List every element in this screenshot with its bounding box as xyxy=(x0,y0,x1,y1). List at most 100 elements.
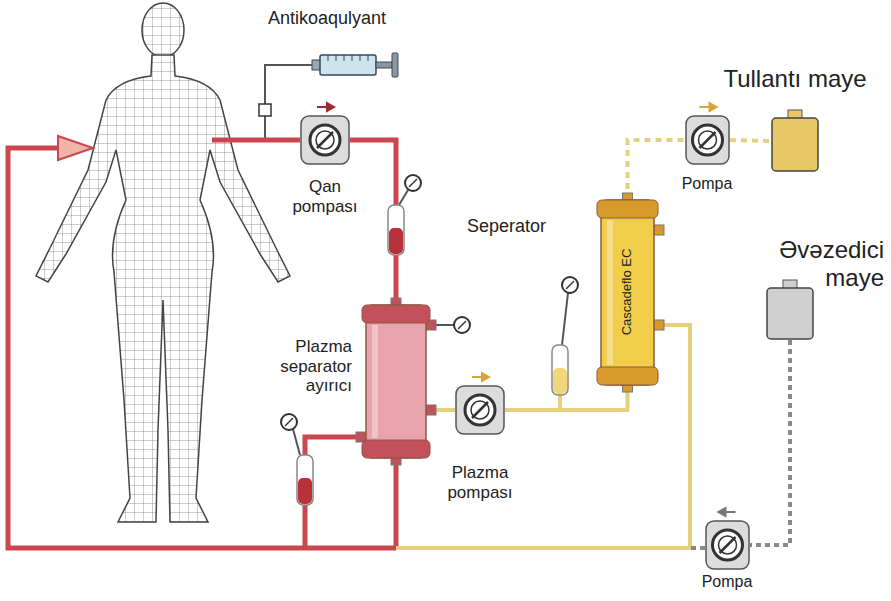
pump-hub xyxy=(719,536,737,554)
drip-chamber-fill xyxy=(389,228,403,254)
filter-highlight xyxy=(607,220,613,365)
filter-cap xyxy=(597,200,658,218)
component-label: Əvəzedici maye xyxy=(730,236,884,291)
syringe-scale xyxy=(368,55,369,61)
pressure-gauge xyxy=(405,175,421,191)
component-label: Tullantı maye xyxy=(705,65,885,93)
port xyxy=(426,405,436,415)
direction-arrow xyxy=(472,373,489,381)
plasma-separator: Plazma separator ayırıcı xyxy=(360,305,432,458)
gauge-stem xyxy=(399,190,408,205)
pump-hub xyxy=(316,131,334,149)
syringe-icon xyxy=(300,50,400,80)
drip-chamber xyxy=(552,345,568,395)
direction-arrow xyxy=(719,508,736,516)
gauge-needle xyxy=(285,418,293,426)
pump-housing xyxy=(456,386,504,434)
pump-rotor xyxy=(693,125,723,155)
replacement-pump: Pompa xyxy=(705,520,750,570)
plasma-separator-icon xyxy=(360,305,432,458)
gauge-needle xyxy=(566,281,574,289)
waste-pump-icon xyxy=(685,115,730,165)
blood-pump-icon xyxy=(300,115,350,165)
pump-housing xyxy=(706,521,749,569)
component-label: Plazma separator ayırıcı xyxy=(262,337,352,396)
venous-return-line xyxy=(8,148,396,548)
syringe-barrel xyxy=(320,55,376,75)
syringe-thumb xyxy=(392,53,398,77)
pump-hub xyxy=(471,401,489,419)
pressure-gauge xyxy=(281,414,297,430)
pump-roller xyxy=(472,402,488,418)
bag-body xyxy=(767,288,813,339)
syringe-scale xyxy=(360,55,361,61)
port xyxy=(654,225,664,235)
return-arrow xyxy=(58,136,93,160)
filter-cap xyxy=(362,440,430,458)
cascadeflo-filter: SeperatorCascadeflo EC xyxy=(595,200,660,385)
pump-housing xyxy=(301,116,349,164)
tube-connector xyxy=(265,65,300,140)
filter-cap xyxy=(597,367,658,385)
component-sublabel: Cascadeflo EC xyxy=(620,249,635,336)
syringe-scale xyxy=(336,55,337,61)
tube-connector xyxy=(730,140,770,141)
drip-chamber xyxy=(388,205,404,255)
pump-rotor xyxy=(713,530,743,560)
component-label: Pompa xyxy=(672,175,742,193)
component-label: Antikoaqulyant xyxy=(268,8,438,29)
filter-body xyxy=(601,200,654,385)
gauge-stem xyxy=(293,429,300,455)
plasma-line xyxy=(558,395,562,410)
filter-body xyxy=(366,305,426,458)
waste-pump: Pompa xyxy=(685,115,730,165)
plasma-pump-icon xyxy=(455,385,505,435)
component-label: Plazma pompası xyxy=(435,463,525,502)
gauge-stem xyxy=(562,293,568,345)
replacement-line xyxy=(690,546,705,550)
syringe-scale xyxy=(328,55,329,61)
syringe-scale xyxy=(344,55,345,61)
waste-bag-icon xyxy=(770,110,820,172)
tube-connector xyxy=(628,140,686,200)
filter-cap xyxy=(362,305,430,323)
syringe-scale xyxy=(352,55,353,61)
component-label: Pompa xyxy=(692,573,762,591)
pump-roller xyxy=(720,537,736,553)
bag-body xyxy=(772,118,818,171)
pump-housing xyxy=(686,116,729,164)
figure-head xyxy=(142,3,184,57)
drip-chamber xyxy=(297,455,313,505)
syringe-plunger xyxy=(376,62,392,68)
waste-bag: Tullantı maye xyxy=(770,110,820,172)
plasma-pump: Plazma pompası xyxy=(455,385,505,435)
blood-pump: Qan pompası xyxy=(300,115,350,165)
pump-roller xyxy=(317,132,333,148)
figure-body xyxy=(36,55,290,522)
filter-highlight xyxy=(372,325,378,438)
gauge-needle xyxy=(458,321,466,329)
gauge-needle xyxy=(409,179,417,187)
port xyxy=(654,320,664,330)
replacement-bag: Əvəzedici maye xyxy=(765,280,815,340)
pump-rotor xyxy=(310,125,340,155)
direction-arrow xyxy=(700,103,717,111)
pump-hub xyxy=(699,131,717,149)
pressure-gauge xyxy=(454,317,470,333)
junction-box xyxy=(259,104,271,116)
tube-connector xyxy=(750,340,790,545)
arterial-line xyxy=(212,138,300,143)
drip-chamber-fill xyxy=(553,368,567,394)
pump-roller xyxy=(700,132,716,148)
drip-chamber-fill xyxy=(298,478,312,504)
direction-arrow xyxy=(317,103,334,111)
syringe: Antikoaqulyant xyxy=(300,50,400,80)
component-label: Qan pompası xyxy=(288,177,362,216)
component-label: Seperator xyxy=(467,216,572,237)
replacement-bag-icon xyxy=(765,280,815,340)
pump-rotor xyxy=(465,395,495,425)
replacement-pump-icon xyxy=(705,520,750,570)
pressure-gauge xyxy=(562,277,578,293)
blood-line xyxy=(394,458,399,548)
